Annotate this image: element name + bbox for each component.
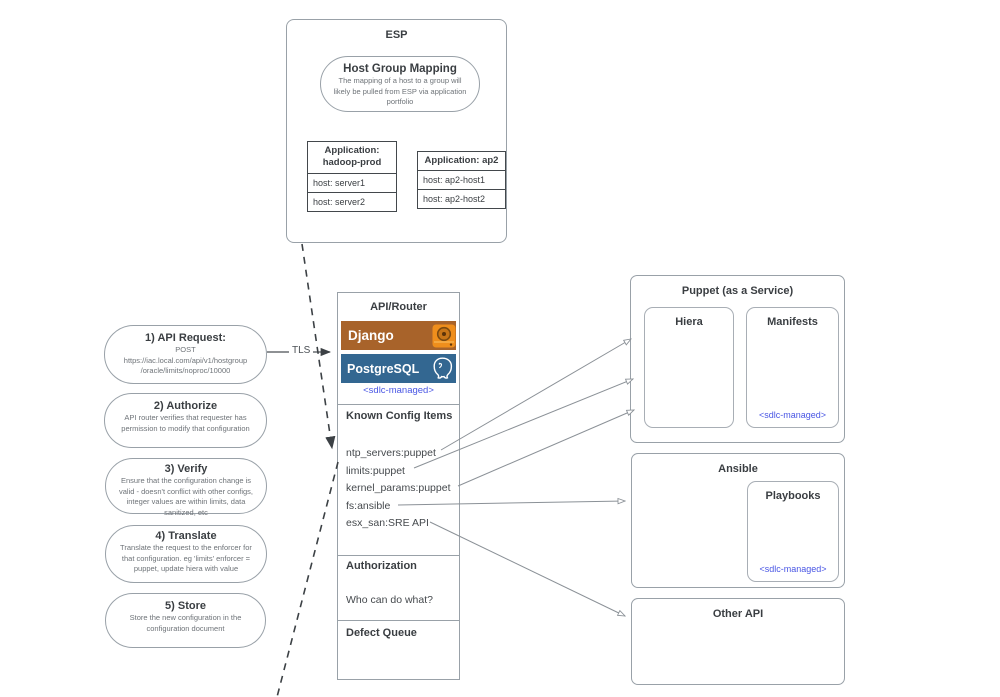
application-table-hadoop-prod: Application: hadoop-prod host: server1 h… [307, 141, 397, 212]
hiera-title: Hiera [675, 316, 703, 328]
ansible-box: Ansible Playbooks <sdlc-managed> [631, 453, 845, 588]
arrow-ntp-servers-to-hiera [440, 339, 631, 451]
playbooks-box: Playbooks <sdlc-managed> [747, 481, 839, 582]
api-router-box: API/Router Django PostgreSQL <sdlc-manag… [337, 292, 460, 680]
postgresql-bar: PostgreSQL [341, 354, 456, 383]
application-table-header: Application: hadoop-prod [308, 142, 396, 174]
other-api-box: Other API [631, 598, 845, 685]
hiera-box: Hiera [644, 307, 734, 428]
puppet-service-title: Puppet (as a Service) [681, 285, 794, 297]
flow-step-title: 1) API Request: [145, 332, 226, 344]
application-table-ap2: Application: ap2 host: ap2-host1 host: a… [417, 151, 506, 210]
flow-step-title: 4) Translate [155, 530, 217, 542]
config-item-esx-san: esx_san:SRE API [346, 517, 429, 529]
flow-step-4-translate: 4) Translate Translate the request to th… [105, 525, 267, 583]
host-row: host: ap2-host2 [418, 189, 505, 208]
postgresql-label: PostgreSQL [347, 361, 420, 376]
postgresql-elephant-icon [433, 356, 453, 379]
section-divider [337, 404, 460, 405]
config-item-limits: limits:puppet [346, 464, 405, 477]
config-item-kernel-params: kernel_params:puppet [346, 482, 451, 494]
django-drive-icon [432, 324, 456, 347]
flow-step-2-authorize: 2) Authorize API router verifies that re… [104, 393, 267, 448]
flow-step-description: Translate the request to the enforcer fo… [120, 543, 252, 574]
arrow-kernel-params-to-hiera [457, 410, 634, 487]
known-config-items-title: Known Config Items [346, 410, 453, 422]
host-row: host: server2 [308, 191, 396, 211]
router-dashed-line-bottom [276, 461, 339, 697]
playbooks-title: Playbooks [765, 490, 821, 502]
flow-step-3-verify: 3) Verify Ensure that the configuration … [105, 458, 267, 517]
playbooks-sdlc-managed-label: <sdlc-managed> [759, 564, 827, 574]
ansible-title: Ansible [718, 463, 758, 475]
flow-step-title: 3) Verify [164, 463, 208, 475]
esp-title: ESP [385, 29, 408, 41]
router-sdlc-managed-label: <sdlc-managed> [363, 385, 434, 396]
authorization-question: Who can do what? [346, 594, 433, 606]
section-divider [337, 555, 460, 556]
authorization-title: Authorization [346, 560, 417, 572]
puppet-service-box: Puppet (as a Service) Hiera Manifests <s… [630, 275, 845, 443]
config-item-fs: fs:ansible [346, 499, 391, 512]
application-table-header: Application: ap2 [418, 152, 505, 172]
flow-step-title: 2) Authorize [153, 400, 218, 412]
defect-queue-title: Defect Queue [346, 627, 417, 639]
section-divider [337, 620, 460, 621]
api-router-title: API/Router [370, 301, 427, 313]
manifests-title: Manifests [767, 316, 818, 328]
flow-step-5-store: 5) Store Store the new configuration in … [105, 593, 266, 648]
manifests-sdlc-managed-label: <sdlc-managed> [758, 410, 827, 420]
esp-box: ESP Host Group Mapping The mapping of a … [286, 19, 507, 243]
tls-connector-label: TLS [289, 345, 314, 356]
host-group-mapping-node: Host Group Mapping The mapping of a host… [320, 56, 480, 112]
other-api-title: Other API [712, 608, 764, 620]
flow-step-description: POST https://iac.local.com/api/v1/hostgr… [123, 345, 248, 376]
flow-step-description: Ensure that the configuration change is … [119, 476, 253, 517]
host-row: host: server1 [313, 177, 366, 188]
flow-step-title: 5) Store [165, 600, 206, 612]
django-label: Django [348, 328, 394, 343]
known-config-items-list: ntp_servers:puppet limits:puppet kernel_… [346, 445, 450, 533]
flow-step-description: API router verifies that requester has p… [121, 413, 250, 433]
config-item-ntp-servers: ntp_servers:puppet [346, 447, 436, 459]
manifests-box: Manifests <sdlc-managed> [746, 307, 839, 428]
django-bar: Django [341, 321, 456, 350]
host-row: host: ap2-host1 [423, 175, 486, 186]
host-group-mapping-description: The mapping of a host to a group will li… [333, 76, 467, 106]
flow-step-1-api-request: 1) API Request: POST https://iac.local.c… [104, 325, 267, 384]
flow-step-description: Store the new configuration in the confi… [129, 613, 242, 633]
host-group-mapping-title: Host Group Mapping [343, 63, 457, 75]
